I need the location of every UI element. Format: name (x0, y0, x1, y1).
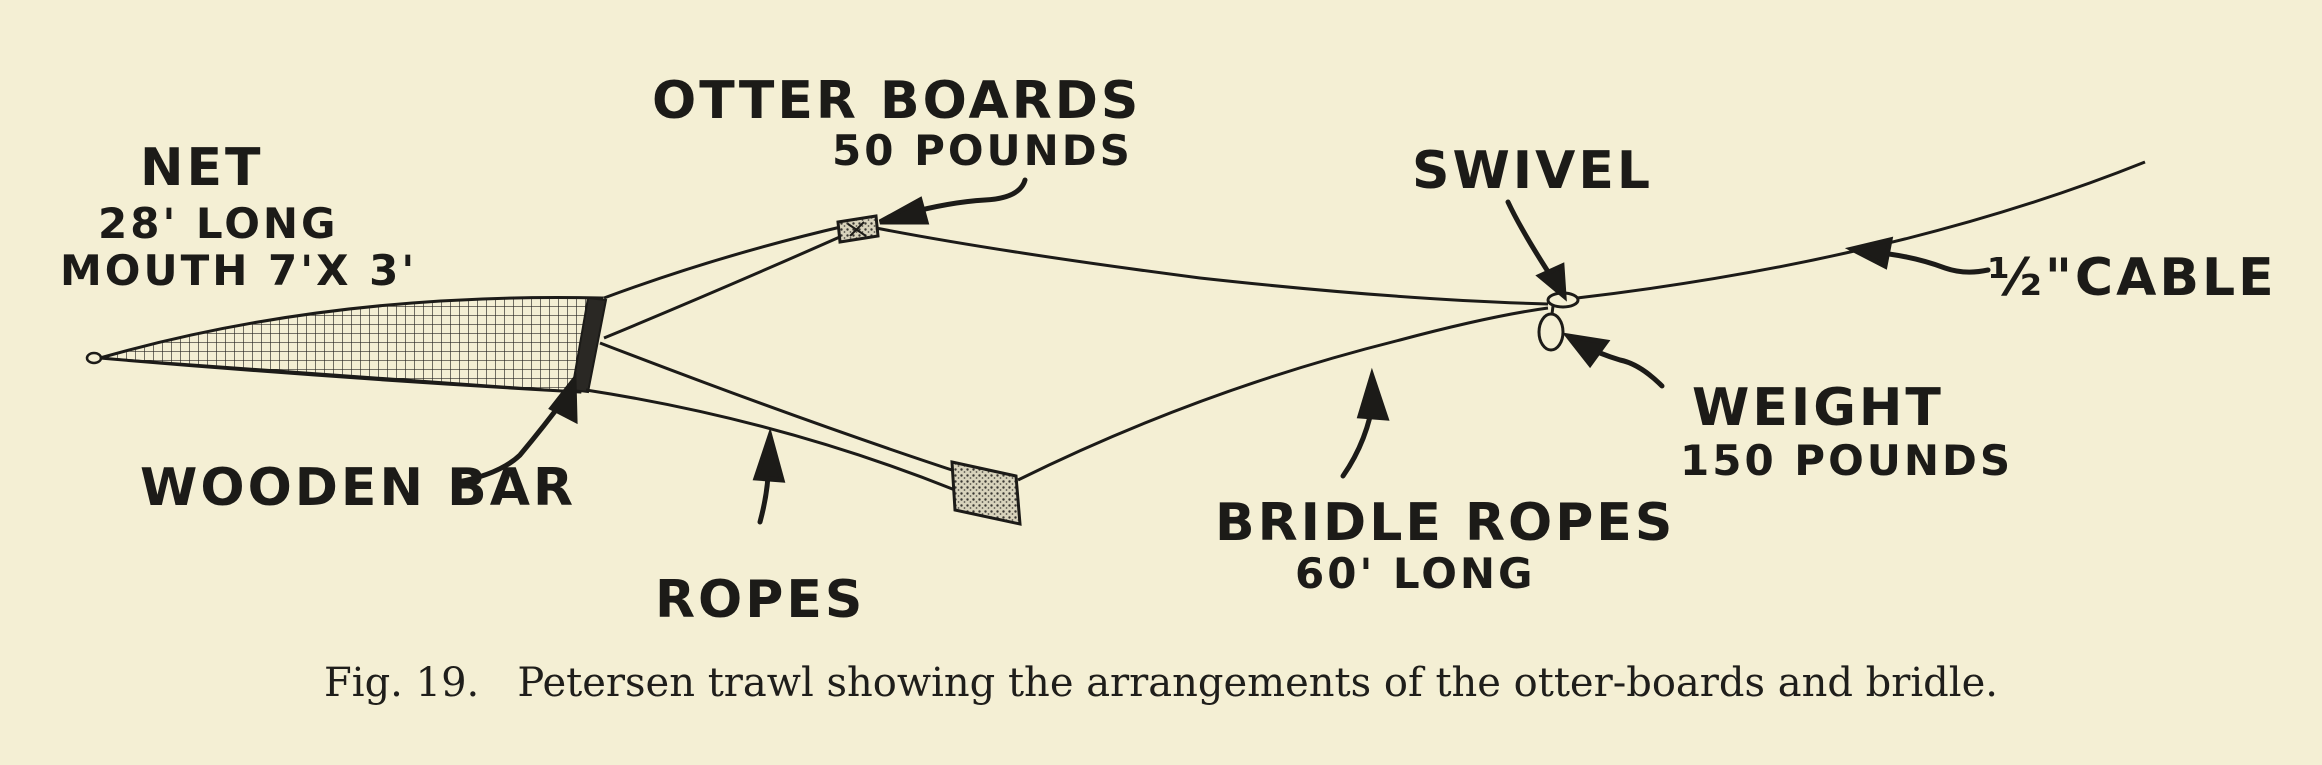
wooden-bar-label: WOODEN BAR (140, 458, 576, 518)
otter-board-lower (950, 460, 1022, 526)
ropes (585, 224, 959, 492)
net-length: 28' LONG (98, 199, 339, 248)
trawl-diagram: NET 28' LONG MOUTH 7'X 3' OTTER BOARDS 5… (60, 71, 2277, 630)
net-title: NET (140, 138, 264, 198)
pointer-arrows (455, 177, 1991, 525)
ropes-label: ROPES (655, 570, 865, 630)
swivel-label: SWIVEL (1412, 141, 1653, 201)
otter-board-upper (836, 214, 880, 244)
bridle-ropes-length: 60' LONG (1295, 549, 1536, 598)
net-cod-end-ring (85, 351, 103, 365)
weight (1537, 305, 1565, 352)
figure-caption: Fig. 19. Petersen trawl showing the arra… (324, 660, 1998, 706)
net (85, 296, 604, 394)
weight-label: WEIGHT (1692, 378, 1944, 438)
otter-boards-weight: 50 POUNDS (832, 126, 1133, 175)
wooden-bar (570, 296, 608, 394)
net-mouth: MOUTH 7'X 3' (60, 246, 417, 295)
bridle-ropes (875, 226, 1549, 482)
otter-boards-label: OTTER BOARDS (652, 71, 1141, 131)
weight-value: 150 POUNDS (1680, 436, 2013, 485)
bridle-ropes-label: BRIDLE ROPES (1215, 493, 1675, 553)
cable-label: ½"CABLE (1988, 248, 2277, 308)
